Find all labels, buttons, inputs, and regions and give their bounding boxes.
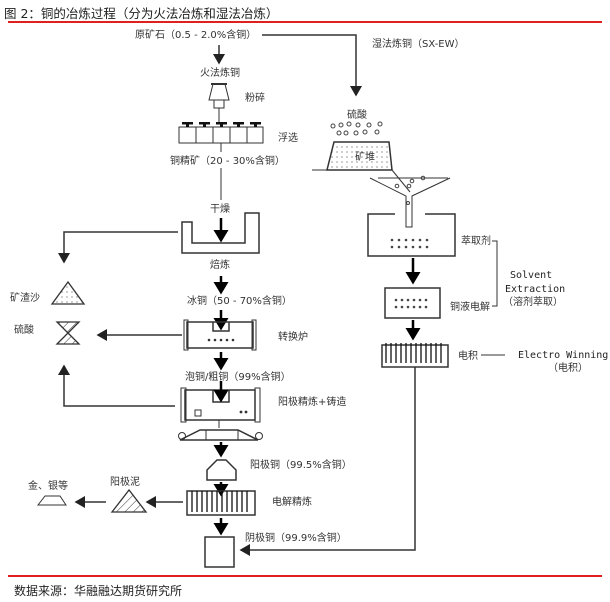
converter-icon xyxy=(183,319,257,351)
anode-refine-label: 阳极精炼+铸造 xyxy=(278,395,346,408)
sx-cn-label: （溶剂萃取） xyxy=(503,295,563,308)
anode-slime-icon xyxy=(110,488,148,513)
acid-hourglass-icon xyxy=(55,321,81,345)
sulfuric-acid-label: 硫酸 xyxy=(14,323,34,336)
collection-funnel-icon xyxy=(369,169,451,228)
cathode-copper-label: 阴极铜（99.9%含铜） xyxy=(245,531,347,544)
crusher-icon xyxy=(208,83,230,122)
sx-en2-label: Extraction xyxy=(505,284,565,295)
matte-label: 冰铜（50 - 70%含铜） xyxy=(187,294,292,307)
dry-label: 干燥 xyxy=(210,203,230,215)
electrolyte-tank-icon xyxy=(384,287,441,319)
ew-to-cathode-connector xyxy=(239,367,416,556)
acid-return-connector xyxy=(58,364,175,407)
extractant-label: 萃取剂 xyxy=(461,234,491,247)
converter-label: 转换炉 xyxy=(278,330,308,343)
flotation-cells-icon xyxy=(178,122,264,144)
ew-cn-label: （电积） xyxy=(548,361,588,374)
flotation-label: 浮选 xyxy=(278,131,298,144)
sx-en-label: Solvent xyxy=(510,270,552,281)
source-note: 数据来源：华融融达期货研究所 xyxy=(14,584,183,598)
electrolytic-cell-icon xyxy=(186,490,256,516)
slag-pile-icon xyxy=(50,280,86,305)
roast-label: 焙炼 xyxy=(210,258,230,271)
electrolyte-label: 铜液电解 xyxy=(450,300,490,313)
blister-label: 泡铜/粗铜（99%含铜） xyxy=(185,370,291,383)
heap-label: 矿堆 xyxy=(355,150,375,163)
ew-en-label: Electro Winning xyxy=(518,350,608,361)
sx-bracket xyxy=(492,240,498,307)
hydro-acid-label: 硫酸 xyxy=(347,108,367,121)
anode-copper-label: 阳极铜（99.5%含铜） xyxy=(250,458,352,471)
extraction-tank-icon xyxy=(367,213,456,257)
gold-silver-label: 金、银等 xyxy=(28,479,68,492)
cathode-copper-box xyxy=(204,536,235,568)
figure-title: 图 2：铜的冶炼过程（分为火法冶炼和湿法冶炼） xyxy=(4,6,279,21)
ew-short-label: 电积 xyxy=(458,349,478,362)
pyro-branch-label: 火法炼铜 xyxy=(200,66,240,79)
hydro-branch-label: 湿法炼铜（SX-EW） xyxy=(372,37,465,50)
anode-slime-label: 阳极泥 xyxy=(110,475,140,488)
electrolytic-refining-label: 电解精炼 xyxy=(272,495,312,508)
anode-ingot-icon xyxy=(206,459,237,481)
hydro-branch-connector xyxy=(262,34,362,97)
crush-label: 粉碎 xyxy=(245,91,265,104)
slag-connector xyxy=(58,231,178,264)
slag-label: 矿渣沙 xyxy=(10,291,40,304)
acid-drops-icon xyxy=(330,121,383,136)
electrowinning-cell-icon xyxy=(381,343,449,368)
gold-silver-ingot-icon xyxy=(36,495,67,506)
raw-ore-label: 原矿石（0.5 - 2.0%含铜） xyxy=(135,28,256,41)
concentrate-label: 铜精矿（20 - 30%含铜） xyxy=(170,154,285,167)
roaster-furnace-icon xyxy=(181,212,260,254)
